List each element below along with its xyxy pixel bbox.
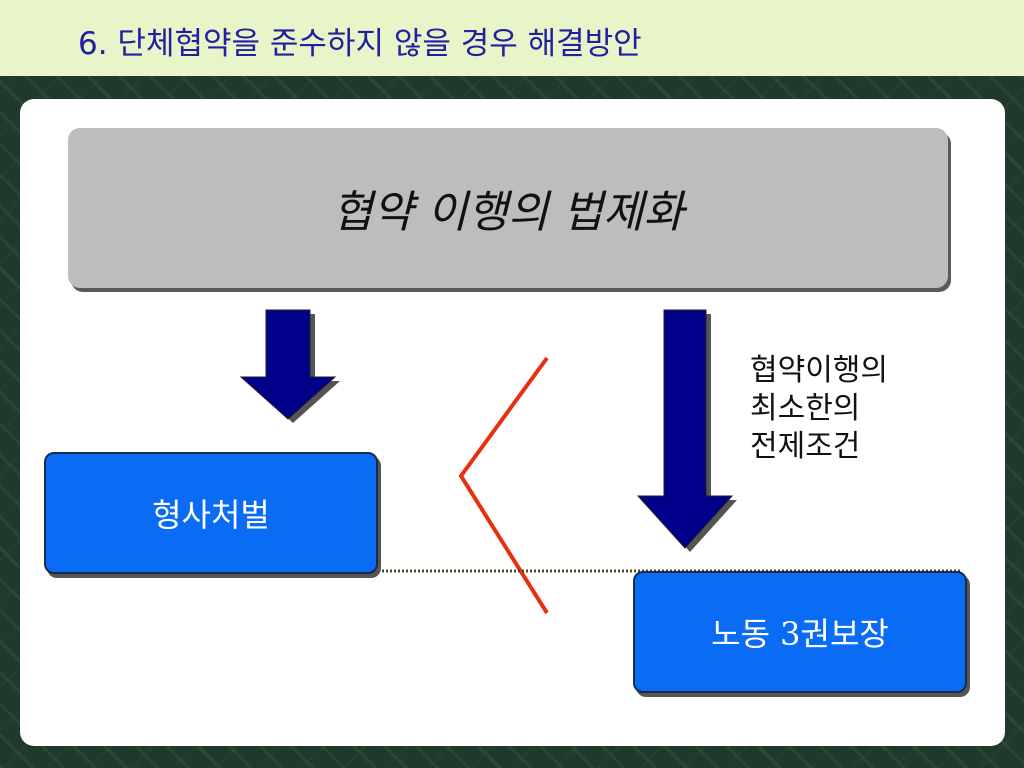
side-note-line-3: 전제조건 [750,429,861,464]
labor-rights-box: 노동 3권보장 [633,571,967,693]
title-bar: 6. 단체협약을 준수하지 않을 경우 해결방안 [0,0,1024,76]
slide-title: 6. 단체협약을 준수하지 않을 경우 해결방안 [78,26,642,62]
side-note-line-1: 협약이행의 [750,353,888,388]
top-box: 협약 이행의 법제화 [68,128,948,288]
left-arrow [239,309,337,420]
criminal-punishment-box: 형사처벌 [44,452,378,574]
labor-rights-label: 노동 3권보장 [711,615,889,653]
red-chevron [458,356,549,615]
right-arrow [636,309,734,549]
side-note: 협약이행의 최소한의 전제조건 [750,352,888,466]
side-note-line-2: 최소한의 [750,391,861,426]
top-box-label: 협약 이행의 법제화 [332,187,684,238]
criminal-punishment-label: 형사처벌 [152,496,270,534]
